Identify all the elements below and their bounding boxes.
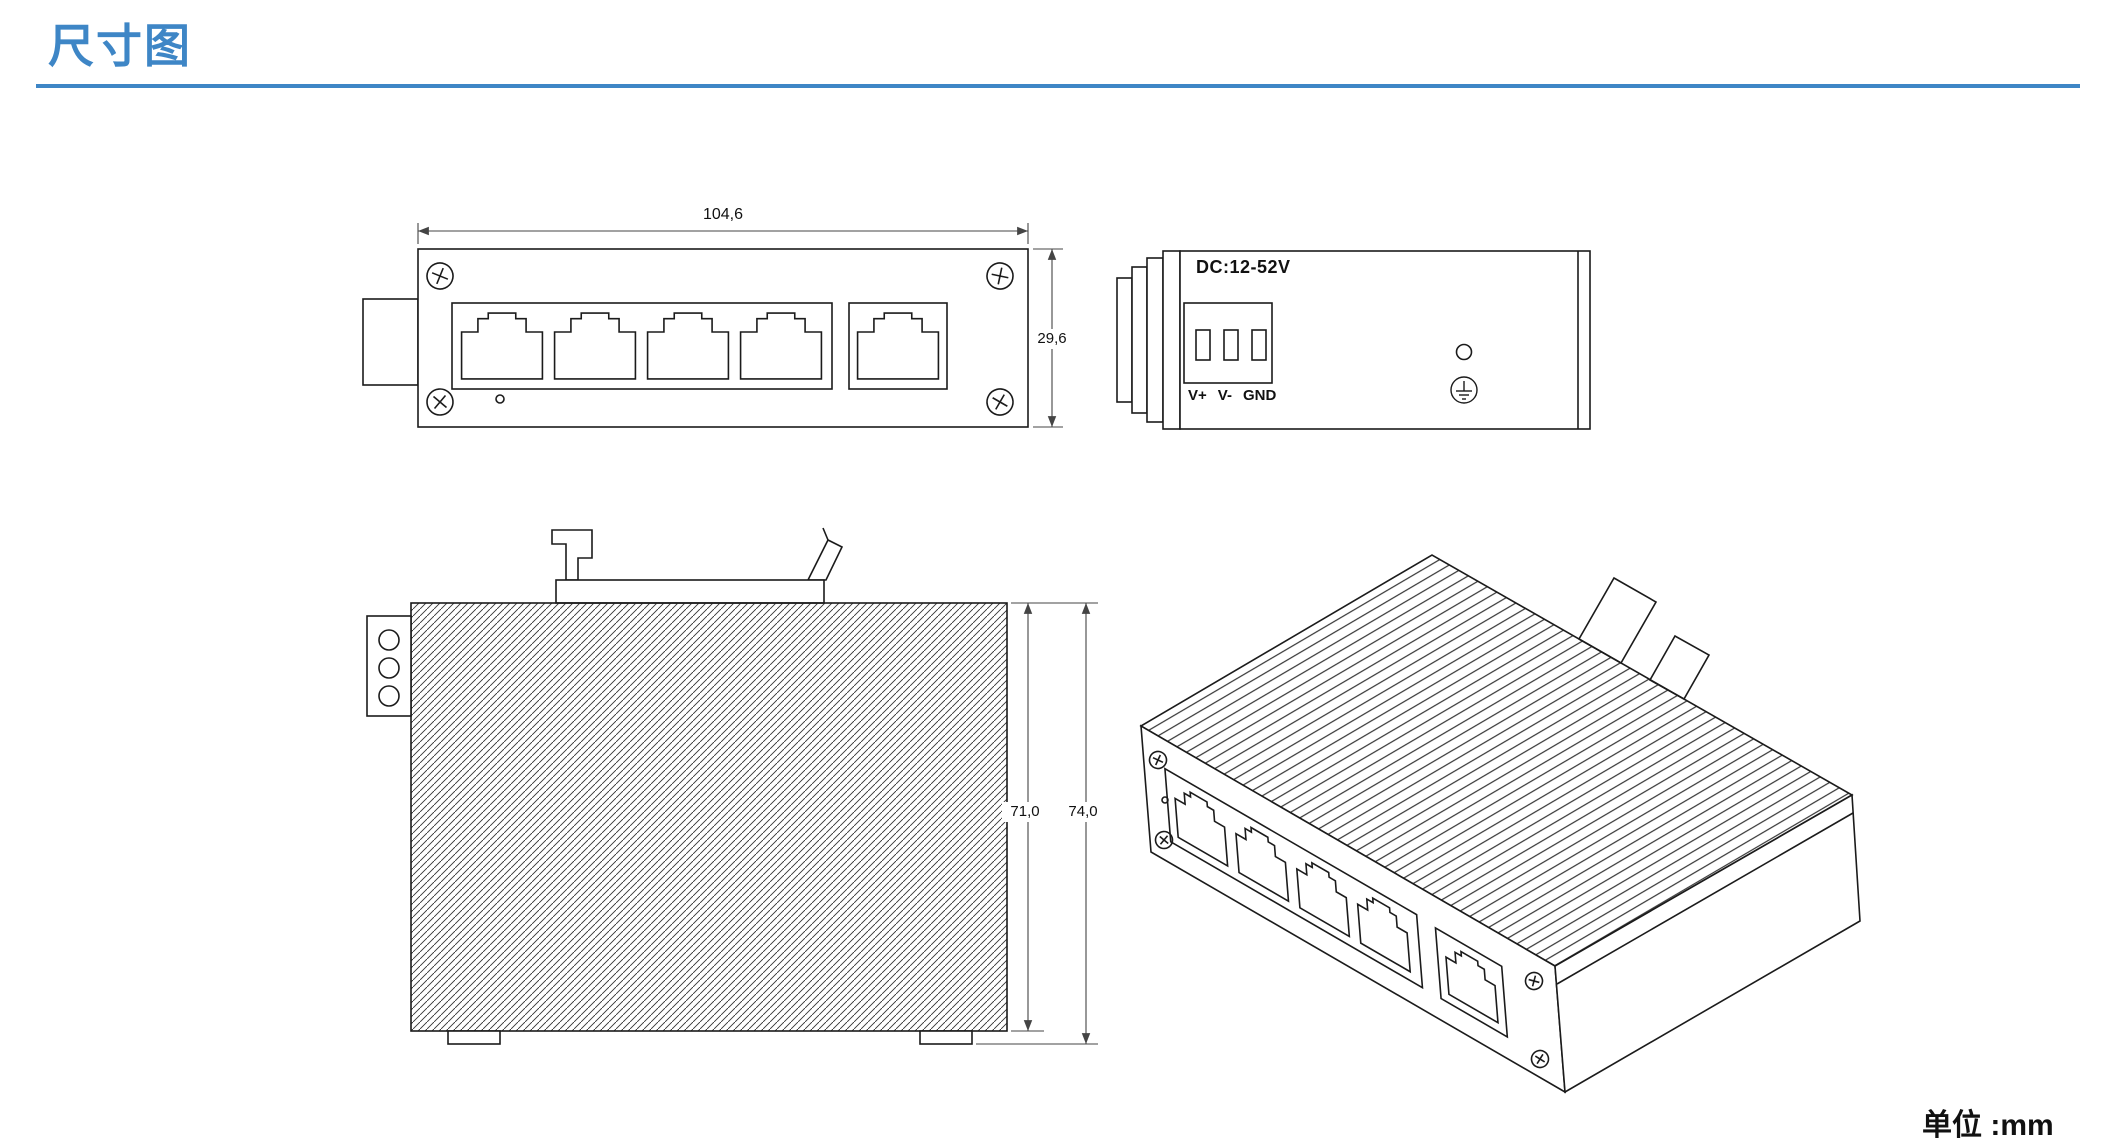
din-rail-edge [1146,257,1164,423]
front-body-outline [417,248,1029,428]
terminal-label-vplus: V+ [1188,387,1207,404]
iso-front-panel [1165,769,1507,1037]
dc-rating-label: DC:12-52V [1196,257,1291,277]
led-indicator [1161,796,1169,804]
dim-overall-height-label: 74,0 [1060,802,1106,822]
dim-width-label: 104,6 [683,205,763,225]
terminal-hole [378,629,400,651]
profile-body [410,602,1008,1032]
din-rail-edge [1131,266,1148,414]
mounting-foot [919,1030,973,1045]
dim-height-label: 29,6 [1029,329,1075,349]
isometric-view [1141,555,1861,1094]
mounting-foot [447,1030,501,1045]
led-indicator [495,394,505,404]
fin-edge-line [1556,812,1854,985]
uplink-port-outline [1435,928,1507,1037]
terminal-pin [1223,329,1239,361]
ground-symbol-icon [1450,376,1478,404]
port-group-outline [451,302,833,390]
terminal-label-gnd: GND [1242,387,1277,404]
power-side-view [1116,250,1591,430]
profile-view [366,527,1008,1045]
terminal-pin [1251,329,1267,361]
terminal-block-side [366,615,412,717]
page-title: 尺寸图 [48,20,192,72]
uplink-port-outline [848,302,948,390]
din-clip-hook [551,529,593,581]
iso-right-face [1554,793,1861,1094]
din-rail-edge [1162,250,1181,430]
side-terminal-tab [362,298,419,386]
din-clip-latch [806,538,844,581]
led-indicator [1455,343,1473,361]
terminal-labels: V+ V- GND [1188,387,1276,404]
terminal-hole [378,685,400,707]
terminal-hole [378,657,400,679]
din-rail-edge [1116,277,1133,403]
din-clip-bar [555,579,825,604]
dim-inner-height-label: 71,0 [1002,802,1048,822]
terminal-pin [1195,329,1211,361]
port-group-outline [1165,769,1423,988]
unit-label: 单位 :mm [1922,1109,2054,1142]
front-view [362,248,1029,428]
terminal-block [1183,302,1273,384]
din-clip-latch-tip [822,527,829,541]
terminal-label-vminus: V- [1217,387,1232,404]
title-underline [36,84,2080,88]
side-body-outline [1179,250,1591,430]
